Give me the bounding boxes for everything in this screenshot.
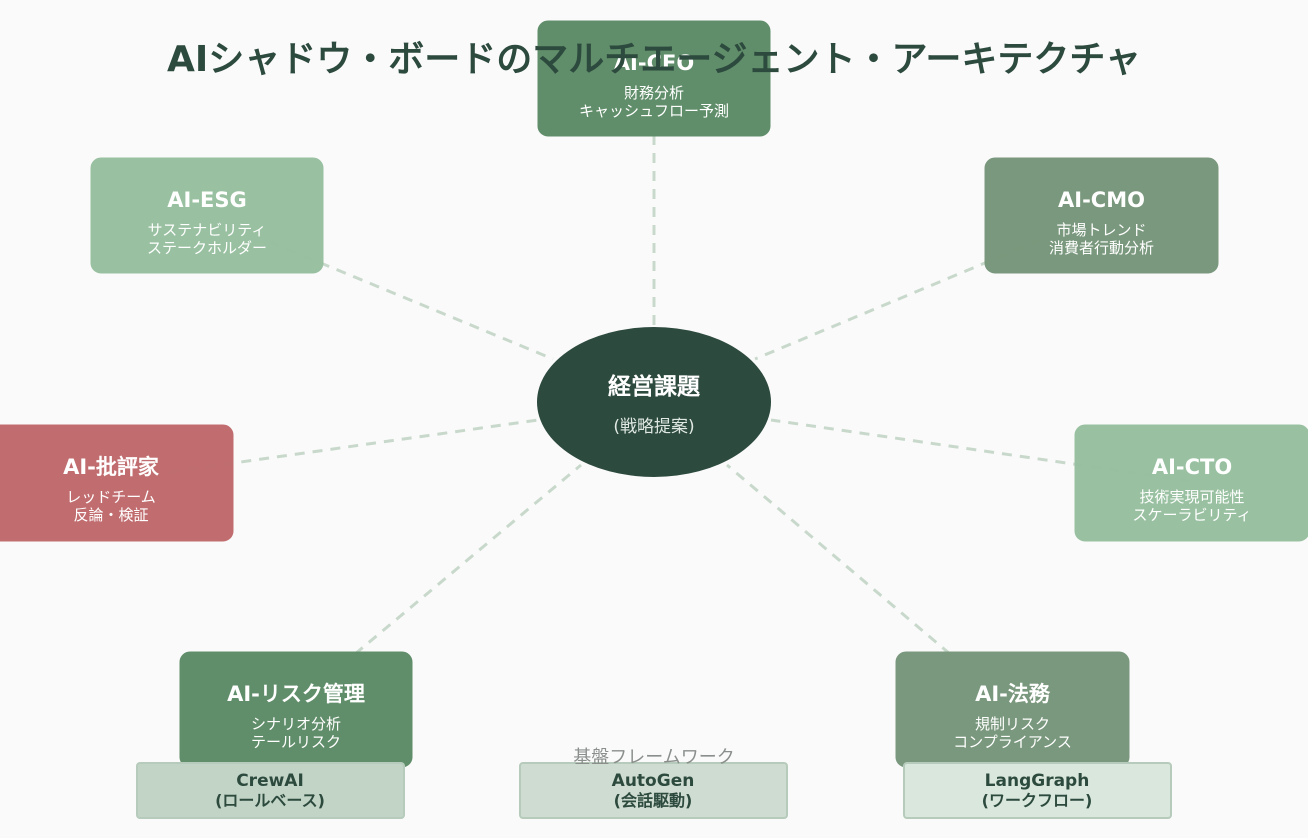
agent-desc-esg-2: ステークホルダー: [147, 239, 267, 257]
agent-box-critic: [0, 424, 234, 542]
center-subtitle: (戦略提案): [613, 417, 694, 437]
agent-box-cfo: [537, 20, 771, 137]
agent-title-critic: AI-批評家: [63, 455, 160, 479]
framework-box: [519, 762, 788, 819]
connector-line-cmo: [754, 238, 1041, 361]
agent-desc-cfo-1: 財務分析: [624, 84, 684, 102]
framework-name: CrewAI: [236, 771, 304, 791]
framework-name: LangGraph: [985, 771, 1090, 791]
framework-desc: (ロールベース): [215, 791, 325, 810]
connector-line-risk: [354, 463, 582, 656]
agent-box-cto: [1074, 424, 1308, 542]
agent-title-esg: AI-ESG: [167, 188, 247, 212]
center-ellipse: [537, 327, 771, 477]
agent-desc-legal-1: 規制リスク: [975, 715, 1050, 733]
agent-desc-cto-1: 技術実現可能性: [1139, 488, 1244, 506]
framework-item-langgraph: LangGraph(ワークフロー): [903, 762, 1172, 819]
framework-box: [903, 762, 1172, 819]
framework-panel: CrewAI(ロールベース) AutoGen(会話駆動) LangGraph(ワーク…: [136, 747, 1172, 819]
agent-desc-legal-2: コンプライアンス: [953, 733, 1072, 751]
framework-desc: (ワークフロー): [982, 791, 1093, 810]
framework-desc: (会話駆動): [614, 791, 693, 810]
agent-desc-critic-2: 反論・検証: [73, 506, 148, 524]
agent-desc-cmo-2: 消費者行動分析: [1049, 239, 1154, 257]
agent-desc-cfo-2: キャッシュフロー予測: [579, 102, 729, 120]
connector-line-esg: [269, 240, 554, 361]
framework-item-crewai: CrewAI(ロールベース): [136, 762, 405, 819]
agent-nodes: AI-CFO財務分析キャッシュフロー予測AI-CMO市場トレンド消費者行動分析A…: [0, 20, 1308, 768]
framework-heading: 基盤フレームワーク: [573, 747, 734, 768]
center-node: 経営課題 (戦略提案): [537, 327, 771, 477]
agent-desc-esg-1: サステナビリティ: [148, 221, 267, 239]
agent-desc-cto-2: スケーラビリティ: [1132, 506, 1251, 524]
center-title: 経営課題: [608, 373, 701, 400]
framework-name: AutoGen: [612, 771, 695, 791]
agent-title-risk: AI-リスク管理: [227, 682, 365, 706]
connector-line-legal: [726, 463, 951, 656]
agent-desc-cmo-1: 市場トレンド: [1056, 221, 1146, 239]
agent-title-cfo: AI-CFO: [614, 51, 694, 75]
framework-item-autogen: AutoGen(会話駆動): [519, 762, 788, 819]
agent-box-esg: [90, 157, 324, 274]
agent-title-cto: AI-CTO: [1152, 455, 1232, 479]
agent-desc-risk-2: テールリスク: [251, 733, 341, 751]
framework-box: [136, 762, 405, 819]
agent-box-cmo: [984, 157, 1219, 274]
agent-title-legal: AI-法務: [975, 682, 1051, 706]
agent-desc-critic-1: レッドチーム: [66, 488, 156, 506]
agent-desc-risk-1: シナリオ分析: [251, 715, 341, 733]
agent-title-cmo: AI-CMO: [1058, 188, 1145, 212]
page-title: AIシャドウ・ボードのマルチエージェント・アーキテクチャ: [166, 39, 1142, 80]
